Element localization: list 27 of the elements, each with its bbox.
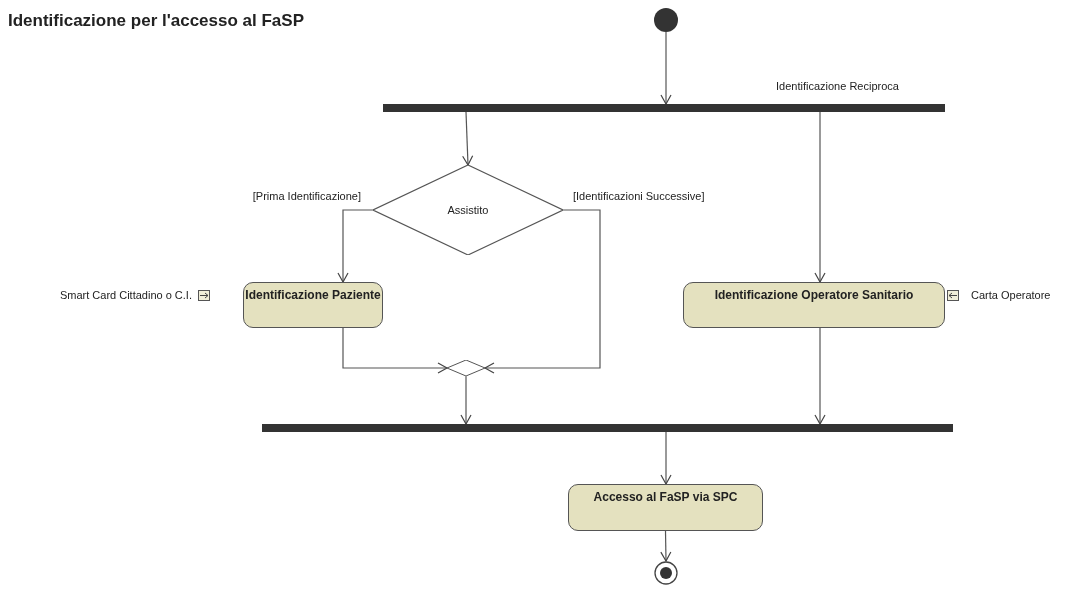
control-flow-arrow [660, 31, 672, 105]
node-caption: Smart Card Cittadino o C.I. [59, 289, 192, 302]
action-box: Identificazione Operatore Sanitario [683, 282, 945, 328]
diagram-title: Identificazione per l'accesso al FaSP [8, 11, 304, 31]
control-flow-arrow [814, 111, 826, 283]
control-flow-arrow [337, 209, 374, 283]
node-caption: Carta Operatore [971, 289, 1051, 302]
control-flow-arrow [342, 327, 448, 374]
control-flow-arrow [484, 209, 601, 374]
control-flow-arrow [660, 431, 672, 485]
control-flow-arrow [460, 375, 472, 425]
decision-diamond: Assistito [373, 165, 563, 255]
guard-label: [Identificazioni Successive] [573, 190, 705, 203]
merge-diamond [447, 360, 485, 376]
action-box: Accesso al FaSP via SPC [568, 484, 763, 531]
input-pin [947, 290, 959, 301]
final-node [654, 561, 678, 585]
control-flow-arrow [660, 530, 672, 562]
node-caption: Identificazione Reciproca [776, 80, 899, 93]
fork-bar [383, 104, 945, 112]
control-flow-arrow [462, 111, 474, 166]
initial-node [654, 8, 678, 32]
guard-label: [Prima Identificazione] [252, 190, 361, 203]
action-box: Identificazione Paziente [243, 282, 383, 328]
control-flow-arrow [814, 327, 826, 425]
fork-bar [262, 424, 953, 432]
input-pin [198, 290, 210, 301]
